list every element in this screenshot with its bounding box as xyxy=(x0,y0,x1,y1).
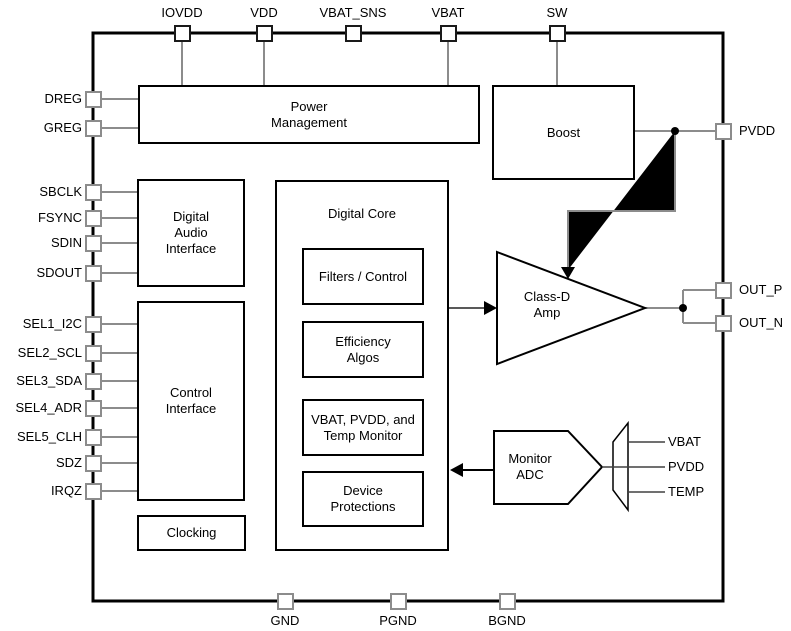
pin-gnd xyxy=(277,593,294,610)
pin-vbat-sns xyxy=(345,25,362,42)
pin-sdz xyxy=(85,455,102,472)
pin-gnd-label: GND xyxy=(270,613,300,628)
monitor-adc-label: Monitor ADC xyxy=(508,451,552,483)
pin-sel2-scl-label: SEL2_SCL xyxy=(17,345,82,360)
pin-greg xyxy=(85,120,102,137)
mux-input-wires xyxy=(602,441,665,493)
pin-sel1-i2c xyxy=(85,316,102,333)
clocking-label: Clocking xyxy=(166,525,217,541)
pin-sel2-scl xyxy=(85,345,102,362)
arrow-into-amp-top xyxy=(561,267,575,279)
pin-sw-label: SW xyxy=(546,5,568,20)
vbat-monitor-block: VBAT, PVDD, and Temp Monitor xyxy=(302,399,424,456)
device-protections-label: Device Protections xyxy=(330,483,396,514)
mux-input-temp-label: TEMP xyxy=(668,484,705,499)
pin-sel1-i2c-label: SEL1_I2C xyxy=(22,316,82,331)
pin-sdin-label: SDIN xyxy=(50,235,82,250)
vbat-monitor-label: VBAT, PVDD, and Temp Monitor xyxy=(311,411,415,443)
boost-block: Boost xyxy=(492,85,635,180)
efficiency-algos-block: Efficiency Algos xyxy=(302,321,424,378)
pin-pgnd-label: PGND xyxy=(379,613,417,628)
filters-control-block: Filters / Control xyxy=(302,248,424,305)
filters-control-label: Filters / Control xyxy=(318,268,408,284)
arrow-into-amp-left xyxy=(484,301,497,315)
pin-bgnd-label: BGND xyxy=(488,613,526,628)
pin-iovdd xyxy=(174,25,191,42)
pin-vbat-label: VBAT xyxy=(431,5,465,20)
pin-greg-label: GREG xyxy=(43,120,82,135)
pin-sel3-sda-label: SEL3_SDA xyxy=(16,373,82,388)
mux-input-pvdd-label: PVDD xyxy=(668,459,705,474)
digital-core-label: Digital Core xyxy=(328,206,396,221)
class-d-amp-label: Class-D Amp xyxy=(523,289,571,321)
pin-vdd-label: VDD xyxy=(250,5,278,20)
clocking-block: Clocking xyxy=(137,515,246,551)
pin-sdz-label: SDZ xyxy=(56,455,82,470)
monitor-adc-shape xyxy=(493,430,604,505)
digital-audio-interface-block: Digital Audio Interface xyxy=(137,179,245,287)
pin-sel5-clh xyxy=(85,429,102,446)
device-protections-block: Device Protections xyxy=(302,471,424,527)
pin-vbat-sns-label: VBAT_SNS xyxy=(319,5,387,20)
pin-out-n xyxy=(715,315,732,332)
pin-bgnd xyxy=(499,593,516,610)
power-management-label: Power Management xyxy=(271,98,347,130)
boost-label: Boost xyxy=(546,124,581,140)
control-interface-label: Control Interface xyxy=(165,385,217,416)
efficiency-algos-label: Efficiency Algos xyxy=(335,333,391,365)
pin-sbclk-label: SBCLK xyxy=(39,184,82,199)
pin-out-p-label: OUT_P xyxy=(739,282,783,297)
pin-out-p xyxy=(715,282,732,299)
pin-sdout-label: SDOUT xyxy=(36,265,83,280)
pin-iovdd-label: IOVDD xyxy=(161,5,203,20)
pin-sdin xyxy=(85,235,102,252)
arrow-into-core xyxy=(450,463,463,477)
pin-sbclk xyxy=(85,184,102,201)
pin-fsync xyxy=(85,210,102,227)
mux-input-vbat-label: VBAT xyxy=(668,434,701,449)
pin-pgnd xyxy=(390,593,407,610)
pin-sel5-clh-label: SEL5_CLH xyxy=(16,429,82,444)
pin-sel4-adr xyxy=(85,400,102,417)
pin-out-n-label: OUT_N xyxy=(739,315,784,330)
arrowheads xyxy=(450,267,575,477)
pin-sw xyxy=(549,25,566,42)
pin-pvdd xyxy=(715,123,732,140)
pin-dreg-label: DREG xyxy=(44,91,82,106)
pin-vdd xyxy=(256,25,273,42)
pin-dreg xyxy=(85,91,102,108)
pin-pvdd-label: PVDD xyxy=(739,123,776,138)
pin-sdout xyxy=(85,265,102,282)
pin-sel4-adr-label: SEL4_ADR xyxy=(15,400,82,415)
pin-irqz xyxy=(85,483,102,500)
pin-sel3-sda xyxy=(85,373,102,390)
digital-audio-interface-label: Digital Audio Interface xyxy=(165,209,217,256)
control-interface-block: Control Interface xyxy=(137,301,245,501)
pvdd-junction-dot xyxy=(671,127,679,135)
power-management-block: Power Management xyxy=(138,85,480,144)
pin-fsync-label: FSYNC xyxy=(37,210,82,225)
pin-vbat xyxy=(440,25,457,42)
out-junction-dot xyxy=(679,304,687,312)
pin-irqz-label: IRQZ xyxy=(50,483,82,498)
